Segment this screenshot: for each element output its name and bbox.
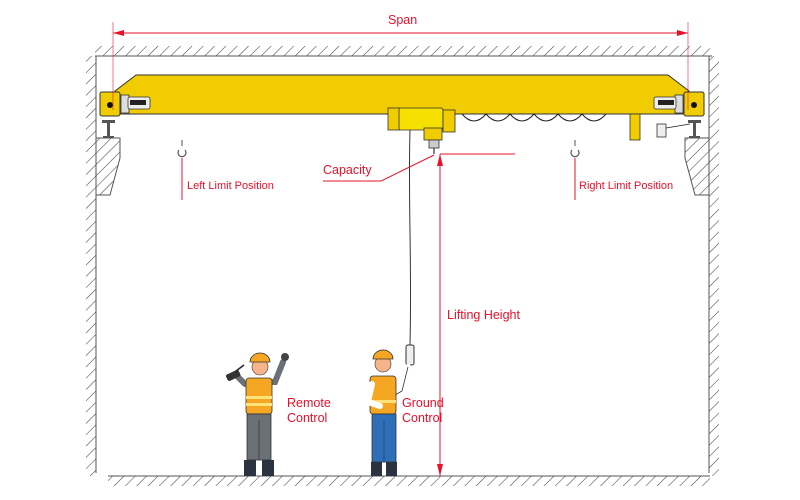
worker-ground-control — [364, 349, 411, 476]
right-limit-hook-icon — [570, 140, 580, 200]
ground-control-label-line1: Ground — [402, 396, 444, 410]
electric-hoist — [387, 107, 456, 154]
ground-control-label-line2: Control — [402, 411, 443, 425]
remote-control-label-line2: Control — [287, 411, 328, 425]
lifting-height-label: Lifting Height — [447, 308, 520, 322]
electrical-box — [629, 113, 691, 141]
right-wall — [684, 56, 719, 476]
remote-control-label-line1: Remote — [287, 396, 331, 410]
floor — [108, 475, 710, 486]
left-limit-position-label: Left Limit Position — [187, 180, 274, 192]
right-limit-position-label: Right Limit Position — [579, 180, 674, 192]
left-wall — [86, 56, 121, 476]
right-rail — [688, 120, 701, 138]
pendant-control — [405, 344, 415, 366]
lifting-height-dimension — [437, 153, 515, 476]
capacity-leader — [323, 154, 435, 182]
remote-control-label: Remote Control — [287, 396, 331, 426]
worker-remote-control — [226, 352, 289, 476]
right-end-truck — [653, 91, 705, 117]
pendant-cable — [408, 129, 412, 346]
span-label: Span — [388, 13, 418, 27]
festoon-cable — [461, 113, 607, 122]
span-dimension — [112, 22, 689, 110]
capacity-label: Capacity — [323, 163, 372, 177]
left-limit-hook-icon — [177, 140, 187, 200]
left-end-truck — [99, 91, 151, 117]
ground-control-label: Ground Control — [402, 396, 444, 426]
left-rail — [102, 120, 115, 138]
ceiling — [95, 46, 712, 57]
